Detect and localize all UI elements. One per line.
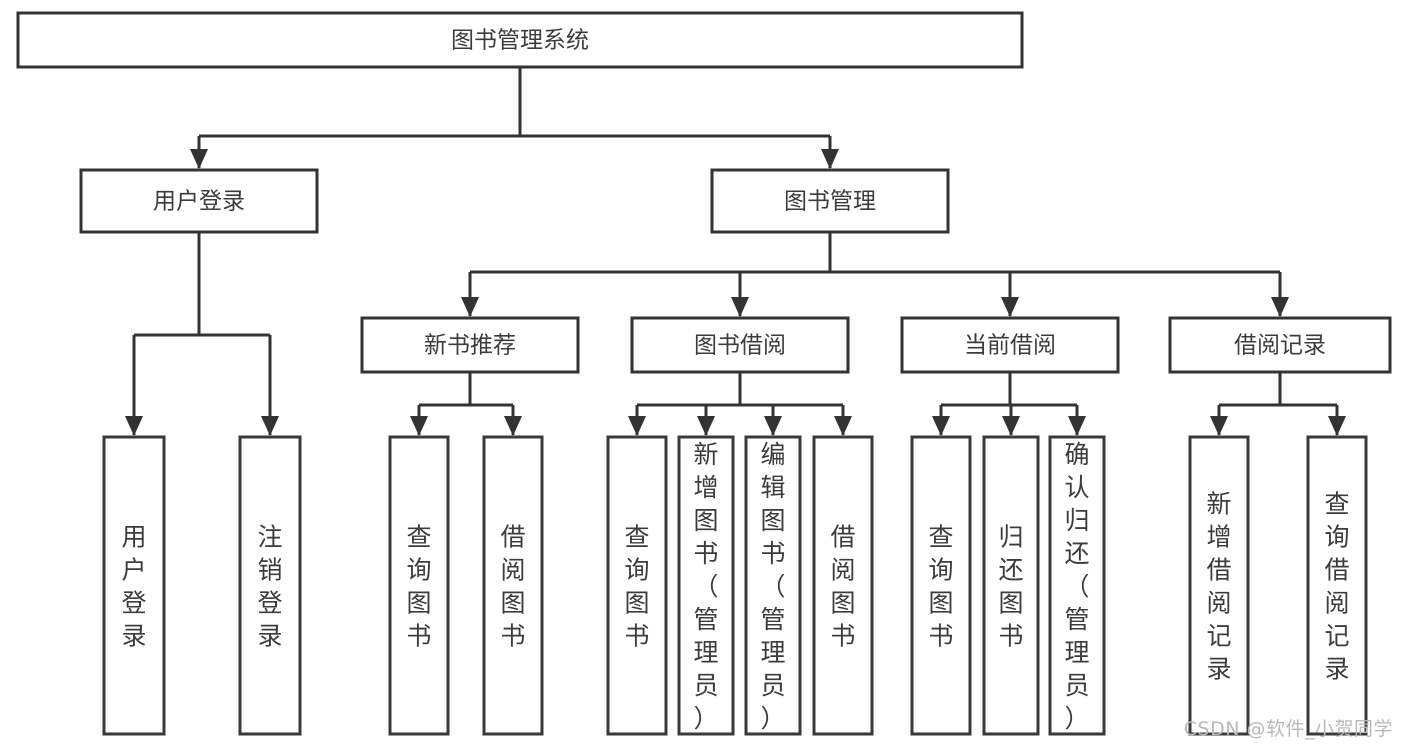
node-box-leaf-borrow-edit-book	[744, 435, 802, 736]
node-leaf-rec-add-record[interactable]: 新增借阅记录	[1188, 435, 1250, 736]
node-new-book-rec[interactable]: 新书推荐	[360, 316, 580, 374]
node-box-leaf-rec-borrow-book	[482, 435, 544, 736]
node-label-leaf-borrow-borrow-book: 借阅图书	[830, 523, 855, 651]
node-leaf-user-logout[interactable]: 注销登录	[238, 435, 302, 736]
arrow-head-new-book-rec	[461, 297, 479, 317]
node-box-leaf-user-login	[102, 435, 166, 736]
node-box-root	[16, 11, 1024, 69]
node-box-leaf-user-logout	[238, 435, 302, 736]
node-user-login[interactable]: 用户登录	[79, 168, 319, 234]
node-label-current-borrow: 当前借阅	[964, 333, 1056, 359]
node-box-leaf-borrow-borrow-book	[812, 435, 874, 736]
arrow-head-leaf-user-login	[125, 416, 143, 436]
node-leaf-user-login[interactable]: 用户登录	[102, 435, 166, 736]
node-leaf-cur-confirm-return[interactable]: 确认归还（管理员）	[1048, 435, 1106, 736]
node-box-leaf-borrow-add-book	[677, 435, 735, 736]
node-label-leaf-user-logout: 注销登录	[257, 523, 282, 651]
node-label-leaf-user-login: 用户登录	[121, 523, 146, 651]
node-label-book-manage: 图书管理	[784, 189, 876, 215]
node-label-leaf-rec-query-record: 查询借阅记录	[1324, 490, 1349, 684]
node-box-user-login	[79, 168, 319, 234]
arrow-head-user-login	[190, 149, 208, 169]
node-box-current-borrow	[900, 316, 1120, 374]
node-leaf-rec-query-record[interactable]: 查询借阅记录	[1306, 435, 1368, 736]
node-borrow-record[interactable]: 借阅记录	[1168, 316, 1392, 374]
node-box-leaf-borrow-query-book	[606, 435, 668, 736]
node-label-leaf-rec-borrow-book: 借阅图书	[500, 523, 525, 651]
node-box-new-book-rec	[360, 316, 580, 374]
node-box-book-borrow	[630, 316, 850, 374]
arrow-head-leaf-cur-confirm-return	[1068, 416, 1086, 436]
node-label-leaf-borrow-edit-book: 编辑图书（管理员）	[760, 440, 785, 733]
node-label-leaf-cur-confirm-return: 确认归还（管理员）	[1064, 440, 1089, 733]
node-book-manage[interactable]: 图书管理	[710, 168, 950, 234]
node-label-root: 图书管理系统	[451, 28, 589, 54]
node-box-leaf-cur-return-book	[982, 435, 1040, 736]
nodes-layer: 图书管理系统用户登录图书管理新书推荐图书借阅当前借阅借阅记录用户登录注销登录查询…	[16, 11, 1392, 736]
arrow-head-leaf-user-logout	[261, 416, 279, 436]
node-box-leaf-rec-query-record	[1306, 435, 1368, 736]
connectors-layer	[125, 67, 1346, 436]
node-book-borrow[interactable]: 图书借阅	[630, 316, 850, 374]
arrow-head-leaf-borrow-edit-book	[764, 416, 782, 436]
node-label-new-book-rec: 新书推荐	[424, 333, 516, 359]
arrow-head-leaf-cur-return-book	[1002, 416, 1020, 436]
node-label-borrow-record: 借阅记录	[1234, 333, 1326, 359]
arrow-head-book-borrow	[731, 297, 749, 317]
node-box-book-manage	[710, 168, 950, 234]
node-label-leaf-cur-query-book: 查询图书	[928, 523, 953, 651]
csdn-watermark: CSDN @软件_小贺同学	[1183, 718, 1393, 740]
node-leaf-borrow-borrow-book[interactable]: 借阅图书	[812, 435, 874, 736]
node-label-leaf-cur-return-book: 归还图书	[998, 523, 1023, 651]
node-label-leaf-borrow-add-book: 新增图书（管理员）	[693, 440, 718, 733]
node-leaf-rec-borrow-book[interactable]: 借阅图书	[482, 435, 544, 736]
arrow-head-book-manage	[821, 149, 839, 169]
arrow-head-current-borrow	[1001, 297, 1019, 317]
node-leaf-rec-query-book[interactable]: 查询图书	[388, 435, 450, 736]
node-label-book-borrow: 图书借阅	[694, 333, 786, 359]
node-box-leaf-rec-query-book	[388, 435, 450, 736]
node-leaf-cur-query-book[interactable]: 查询图书	[910, 435, 972, 736]
arrow-head-leaf-borrow-add-book	[697, 416, 715, 436]
arrow-head-leaf-cur-query-book	[932, 416, 950, 436]
node-root[interactable]: 图书管理系统	[16, 11, 1024, 69]
arrow-head-borrow-record	[1271, 297, 1289, 317]
node-current-borrow[interactable]: 当前借阅	[900, 316, 1120, 374]
node-box-leaf-cur-query-book	[910, 435, 972, 736]
arrow-head-leaf-borrow-borrow-book	[834, 416, 852, 436]
node-box-leaf-rec-add-record	[1188, 435, 1250, 736]
node-label-leaf-rec-query-book: 查询图书	[406, 523, 431, 651]
node-leaf-cur-return-book[interactable]: 归还图书	[982, 435, 1040, 736]
arrow-head-leaf-rec-query-record	[1328, 416, 1346, 436]
node-box-leaf-cur-confirm-return	[1048, 435, 1106, 736]
node-label-leaf-rec-add-record: 新增借阅记录	[1206, 490, 1231, 684]
node-leaf-borrow-edit-book[interactable]: 编辑图书（管理员）	[744, 435, 802, 736]
node-label-user-login: 用户登录	[153, 189, 245, 215]
arrow-head-leaf-rec-borrow-book	[504, 416, 522, 436]
node-box-borrow-record	[1168, 316, 1392, 374]
node-leaf-borrow-add-book[interactable]: 新增图书（管理员）	[677, 435, 735, 736]
arrow-head-leaf-rec-add-record	[1210, 416, 1228, 436]
node-label-leaf-borrow-query-book: 查询图书	[624, 523, 649, 651]
node-leaf-borrow-query-book[interactable]: 查询图书	[606, 435, 668, 736]
arrow-head-leaf-borrow-query-book	[628, 416, 646, 436]
arrow-head-leaf-rec-query-book	[410, 416, 428, 436]
